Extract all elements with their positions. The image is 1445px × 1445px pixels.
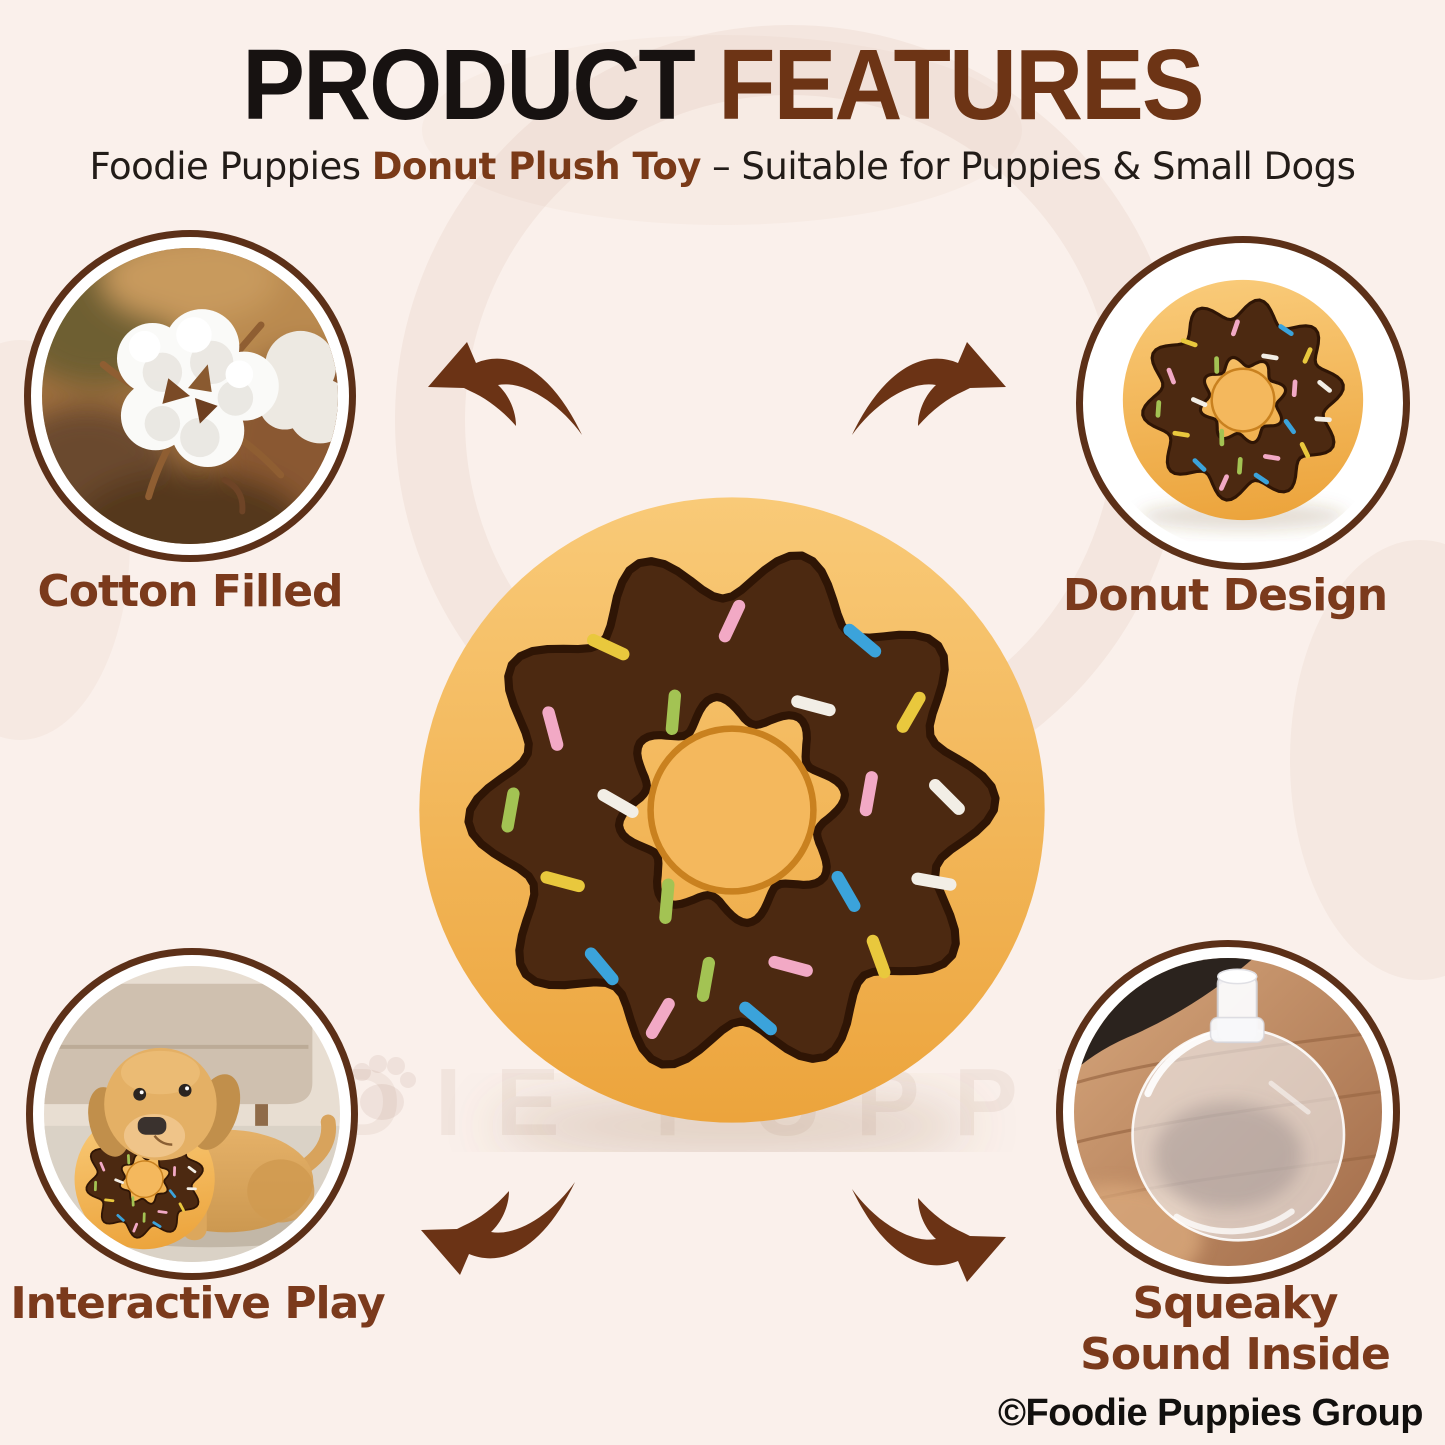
feature-circle-cotton-filled — [24, 230, 356, 562]
puppy-head — [88, 1047, 241, 1161]
page-title: PRODUCT FEATURES — [43, 28, 1401, 143]
donut-plush-product-image — [390, 468, 1074, 1152]
arrow-to-squeaky-sound — [852, 1189, 1006, 1282]
feature-circle-donut-design — [1076, 236, 1410, 570]
title-accent: FEATURES — [718, 29, 1204, 141]
subtitle-prefix: Foodie Puppies — [89, 145, 372, 188]
feature-label-squeaky-sound: Squeaky Sound Inside — [1080, 1278, 1391, 1381]
page-subtitle: Foodie Puppies Donut Plush Toy – Suitabl… — [0, 145, 1445, 188]
feature-label-donut-design: Donut Design — [1062, 570, 1388, 621]
squeaker-nozzle — [1209, 968, 1265, 1044]
feature-label-cotton-filled: Cotton Filled — [37, 566, 343, 617]
title-primary: PRODUCT — [242, 29, 695, 141]
header: PRODUCT FEATURES Foodie Puppies Donut Pl… — [0, 28, 1445, 188]
feature-circle-interactive-play — [26, 948, 358, 1280]
arrow-to-donut-design — [852, 342, 1006, 435]
donut-plush-photo — [1094, 254, 1392, 552]
feature-label-interactive-play: Interactive Play — [10, 1278, 385, 1329]
puppy-playing-photo — [44, 966, 340, 1262]
arrow-to-interactive-play — [421, 1182, 575, 1275]
arrow-to-cotton-filled — [428, 342, 582, 435]
copyright-text: ©Foodie Puppies Group — [998, 1392, 1423, 1434]
subtitle-suffix: – Suitable for Puppies & Small Dogs — [700, 145, 1356, 188]
feature-circle-squeaky-sound — [1056, 940, 1400, 1284]
cotton-plant-photo — [42, 248, 338, 544]
squeaker-in-hand-photo — [1074, 958, 1382, 1266]
subtitle-highlight: Donut Plush Toy — [371, 145, 702, 188]
